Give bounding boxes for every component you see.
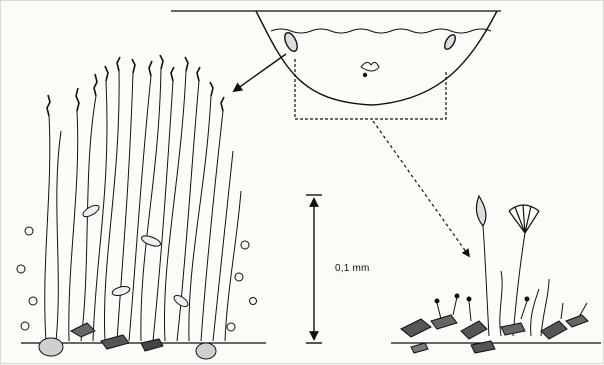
scale-label: 0,1 mm [335, 263, 370, 274]
elongated-diatom-icon [476, 196, 486, 226]
filamentous-periphyton-mat [17, 55, 266, 359]
stalked-periphyton-colony [391, 196, 601, 353]
fan-diatom-icon [509, 205, 539, 233]
plankton-icon [361, 62, 379, 71]
scale-bar [306, 195, 322, 343]
zoom-arrow-right [373, 121, 469, 256]
zoom-arrow-left [234, 54, 286, 91]
littoral-patch-right-icon [443, 33, 458, 51]
littoral-patch-left-icon [282, 31, 300, 53]
zoom-region-box [295, 59, 446, 119]
water-surface-line [271, 29, 491, 33]
